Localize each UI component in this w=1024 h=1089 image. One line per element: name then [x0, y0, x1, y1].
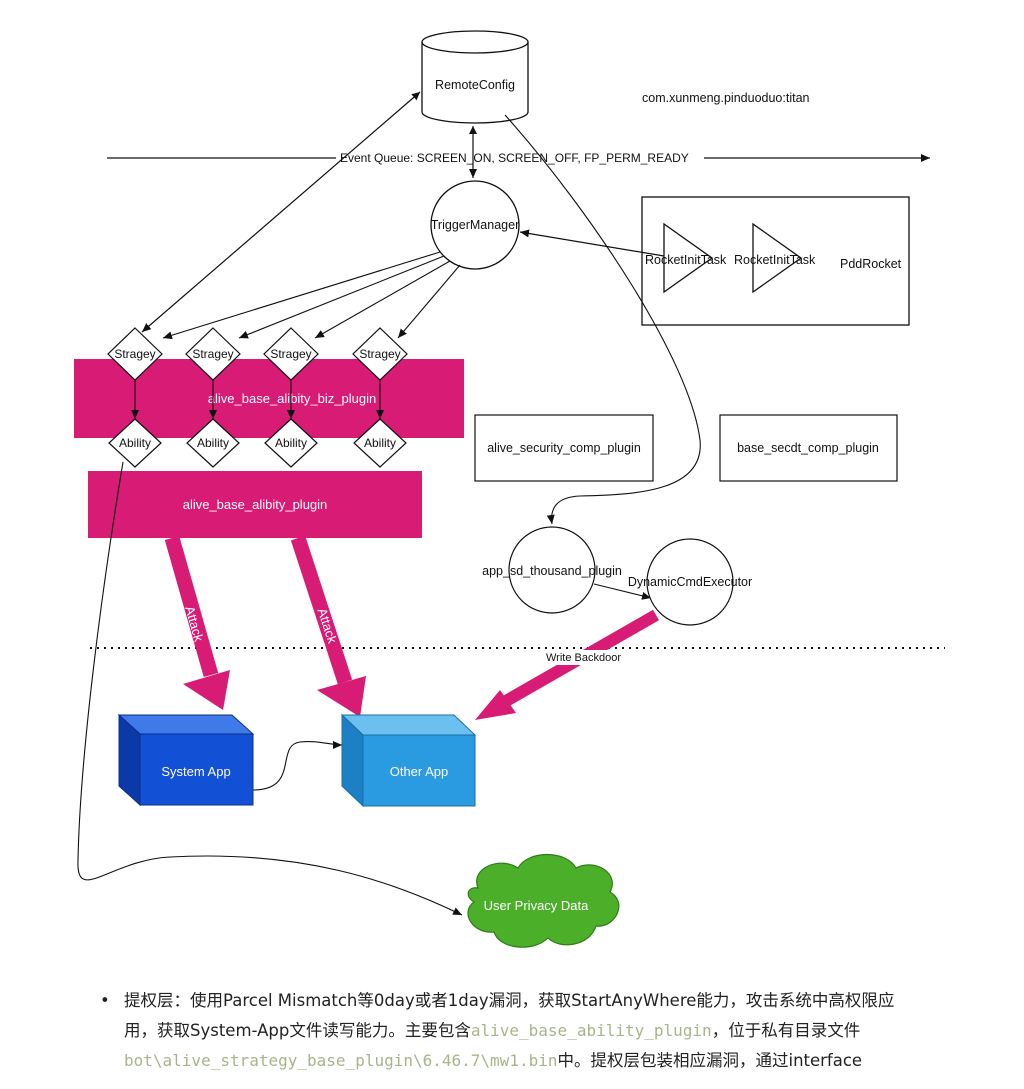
- attack-label-2: Attack: [315, 606, 341, 645]
- strategy-label: Stragey: [270, 347, 311, 361]
- dynamic-executor-label: DynamicCmdExecutor: [628, 575, 752, 589]
- bullet-line-3-code: bot\alive_strategy_base_plugin\6.46.7\mw…: [124, 1051, 558, 1070]
- sd-executor-link: [593, 583, 652, 600]
- strategy-node-4: Stragey: [352, 327, 408, 381]
- ability-node-2: Ability: [186, 418, 240, 468]
- other-app-node: Other App: [340, 713, 477, 808]
- bullet-line-2: 用，获取System-App文件读写能力。主要包含alive_base_abil…: [124, 1016, 1000, 1046]
- rocket-task-2-triangle: [752, 222, 803, 294]
- remote-config-label: RemoteConfig: [435, 78, 515, 92]
- strategy-label: Stragey: [114, 347, 155, 361]
- config-strategy-link: [141, 91, 421, 333]
- bullet-line-3-text-b: 中。提权层包装相应漏洞，通过interface: [557, 1051, 863, 1070]
- secdt-plugin-box: base_secdt_comp_plugin: [719, 414, 898, 482]
- rocket-task-1-label: RocketInitTask: [645, 253, 727, 267]
- system-app-label: System App: [161, 764, 230, 779]
- event-queue-label: Event Queue: SCREEN_ON, SCREEN_OFF, FP_P…: [340, 151, 689, 165]
- strategy-node-2: Stragey: [185, 327, 241, 381]
- strategy-node-1: Stragey: [107, 327, 163, 381]
- trigger-manager-node: TriggerManager: [430, 180, 520, 270]
- architecture-diagram: Event Queue: SCREEN_ON, SCREEN_OFF, FP_P…: [74, 30, 945, 948]
- attack-label-1: Attack: [182, 604, 207, 643]
- ability-node-3: Ability: [264, 418, 318, 468]
- strategy-label: Stragey: [359, 347, 400, 361]
- rocket-task-1-triangle: [663, 222, 714, 294]
- secdt-plugin-label: base_secdt_comp_plugin: [737, 441, 879, 455]
- system-app-node: System App: [117, 713, 255, 807]
- bullet-line-2-text-b: ，位于私有目录文件: [711, 1021, 861, 1040]
- remote-config-node: RemoteConfig: [421, 30, 529, 124]
- config-sd-plugin-link: [504, 114, 701, 525]
- ability-label: Ability: [119, 436, 151, 450]
- user-privacy-cloud: User Privacy Data: [467, 854, 620, 948]
- strategy-label: Stragey: [192, 347, 233, 361]
- write-backdoor-arrow: [475, 609, 659, 720]
- security-plugin-box: alive_security_comp_plugin: [474, 414, 654, 482]
- ability-node-4: Ability: [353, 418, 407, 468]
- trigger-strategy-3-link: [314, 260, 451, 339]
- sd-plugin-label: app_sd_thousand_plugin: [482, 564, 622, 578]
- bullet-line-2-text-a: 用，获取System-App文件读写能力。主要包含: [124, 1021, 471, 1040]
- attack-arrow-1: Attack: [164, 535, 230, 710]
- bullet-line-3: bot\alive_strategy_base_plugin\6.46.7\mw…: [124, 1046, 1000, 1076]
- strategy-node-3: Stragey: [263, 327, 319, 381]
- bullet-line-2-code: alive_base_ability_plugin: [470, 1021, 712, 1040]
- bullet-text: 提权层：使用Parcel Mismatch等0day或者1day漏洞，获取Sta…: [124, 986, 1000, 1076]
- bullet-line-1: 提权层：使用Parcel Mismatch等0day或者1day漏洞，获取Sta…: [124, 991, 895, 1010]
- ability-label: Ability: [275, 436, 307, 450]
- biz-plugin-label: alive_base_alibity_biz_plugin: [208, 391, 376, 406]
- bullet-dot: •: [100, 991, 110, 1010]
- ability-privacy-link: [77, 461, 463, 916]
- other-app-label: Other App: [390, 764, 449, 779]
- attack-arrow-2: Attack: [290, 535, 366, 717]
- ability-label: Ability: [364, 436, 396, 450]
- package-name-label: com.xunmeng.pinduoduo:titan: [642, 91, 810, 105]
- base-plugin-label: alive_base_alibity_plugin: [183, 497, 328, 512]
- sd-plugin-node: [508, 526, 596, 614]
- ability-node-1: Ability: [108, 418, 162, 468]
- rocket-trigger-link: [519, 229, 665, 257]
- ability-label: Ability: [197, 436, 229, 450]
- pdd-rocket-box: RocketInitTask RocketInitTask PddRocket: [641, 196, 910, 326]
- rocket-task-2-label: RocketInitTask: [734, 253, 816, 267]
- trigger-strategy-4-link: [397, 264, 461, 339]
- bullet-paragraph: • 提权层：使用Parcel Mismatch等0day或者1day漏洞，获取S…: [100, 986, 1000, 1076]
- dynamic-executor-node: [646, 538, 734, 626]
- write-backdoor-label: Write Backdoor: [546, 652, 621, 664]
- pdd-rocket-label: PddRocket: [840, 257, 902, 271]
- security-plugin-label: alive_security_comp_plugin: [487, 441, 641, 455]
- trigger-manager-label: TriggerManager: [431, 218, 519, 232]
- base-plugin-bar: [88, 471, 422, 538]
- system-other-link: [252, 740, 343, 791]
- trigger-strategy-1-link: [162, 251, 441, 340]
- user-privacy-label: User Privacy Data: [484, 898, 590, 913]
- trigger-strategy-2-link: [238, 255, 445, 339]
